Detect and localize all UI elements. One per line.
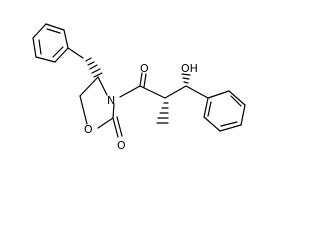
ring-oxygen-label: O	[84, 123, 93, 136]
n-acyl-bond	[119, 85, 141, 98]
ring-nitrogen-label: N	[107, 94, 115, 107]
alpha-beta-bond	[164, 85, 187, 99]
oxazolidinone-ring	[79, 76, 123, 138]
hashed-stereo-bond-hydroxyl	[181, 73, 191, 84]
acyl-carbonyl	[139, 72, 147, 88]
benzyl-ch2-bond	[67, 47, 84, 59]
chemical-structure: N O O O OH	[32, 23, 246, 152]
beta-phenyl-bond	[185, 85, 209, 99]
bottom-right-phenyl-ring	[203, 90, 246, 132]
hashed-stereo-bond-methyl	[156, 102, 169, 124]
hydroxyl-label: OH	[181, 62, 198, 75]
hashed-stereo-bond-c4	[85, 57, 103, 78]
oxazolidinone-carbonyl-oxygen-label: O	[117, 139, 126, 152]
benzyl-phenyl-ring	[32, 23, 69, 63]
acyl-alpha-bond	[139, 85, 166, 99]
acyl-carbonyl-oxygen-label: O	[140, 62, 149, 75]
